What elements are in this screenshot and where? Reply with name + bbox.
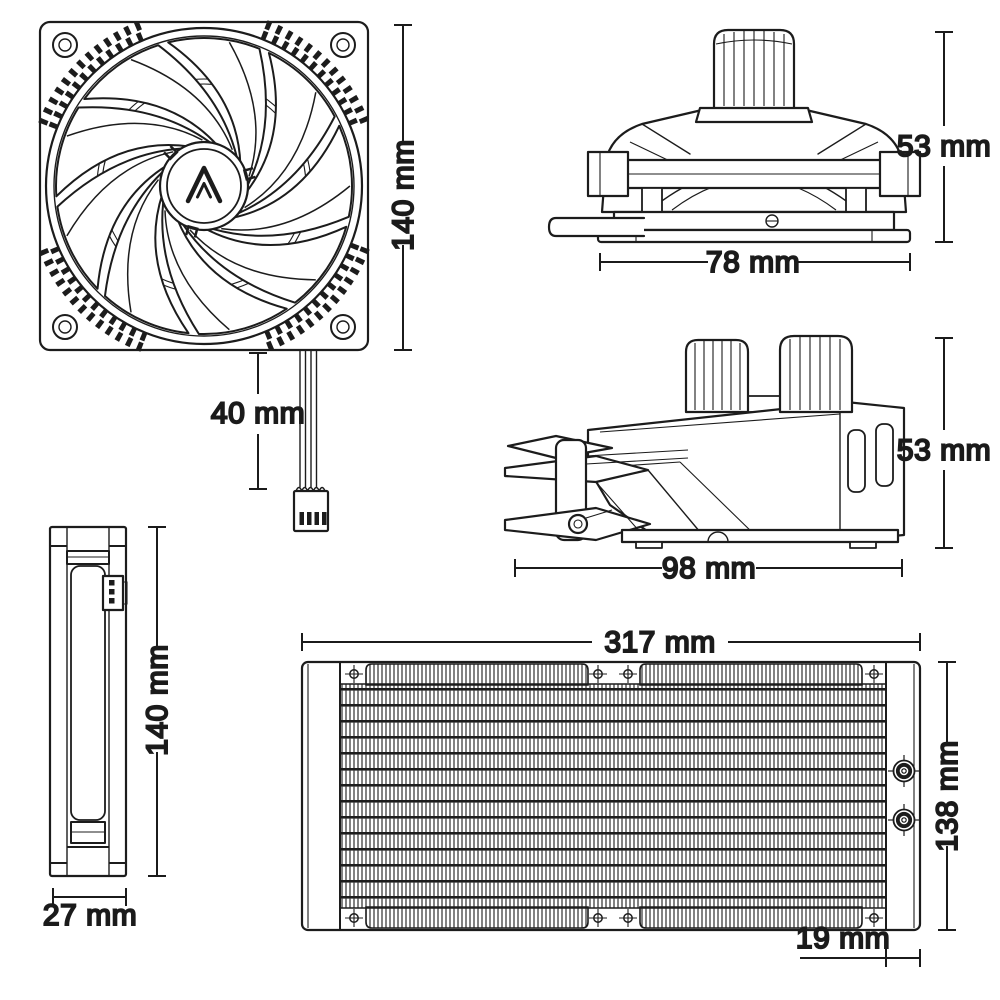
pump-side-width-label: 98 mm	[662, 552, 756, 585]
dim-radiator-width: 317 mm	[301, 625, 921, 660]
pump-tube-stub	[547, 216, 646, 238]
radiator-height-label: 138 mm	[931, 740, 964, 851]
pump-base-upper	[612, 210, 896, 232]
fan-screw-holes	[52, 32, 356, 340]
fan-front-height-label: 140 mm	[387, 139, 420, 250]
fan-corner-vents	[38, 20, 370, 352]
fan-side-view	[48, 525, 128, 878]
pump-thumb-screw	[567, 513, 589, 535]
fan-impeller	[22, 0, 391, 367]
dim-radiator-end-tank: 19 mm	[795, 921, 921, 968]
pump-vent-slot	[875, 423, 894, 487]
pump-side-base	[620, 528, 900, 549]
radiator-fin-core	[339, 683, 887, 909]
radiator-view	[300, 660, 922, 932]
arctic-logo-icon	[185, 165, 223, 204]
pump-mounting-arms	[503, 434, 701, 542]
fan-cable	[292, 350, 330, 533]
fan-side-height-label: 140 mm	[141, 644, 174, 755]
fan-side-connector	[101, 574, 128, 612]
pump-barb-fittings	[684, 334, 854, 414]
dim-radiator-height: 138 mm	[930, 661, 965, 931]
dim-pump-front-width: 78 mm	[599, 245, 911, 280]
pump-side-height-label: 53 mm	[897, 434, 991, 467]
pump-front-width-label: 78 mm	[706, 246, 800, 279]
dim-fan-side-width: 27 mm	[42, 887, 138, 933]
dim-pump-front-height: 53 mm	[896, 31, 992, 243]
dim-fan-side-height: 140 mm	[140, 526, 175, 877]
fan-side-width-label: 27 mm	[43, 899, 137, 932]
fan-cable-length-label: 40 mm	[211, 397, 305, 430]
radiator-width-label: 317 mm	[604, 626, 715, 659]
pump-front-view	[547, 28, 922, 244]
fan-rim-inner	[53, 35, 355, 337]
dim-pump-side-height: 53 mm	[896, 337, 992, 549]
radiator-end-tank-label: 19 mm	[796, 922, 890, 955]
pump-barb-fitting	[694, 28, 814, 124]
fan-side-blade-silhouette	[70, 565, 106, 821]
pump-vent-slot	[847, 429, 866, 493]
fan-front-view	[22, 0, 391, 367]
pump-side-view	[503, 334, 906, 549]
dim-fan-cable-length: 40 mm	[210, 352, 306, 490]
dimension-annotations: 140 mm 40 mm 53 mm 78 mm 53 mm	[42, 24, 992, 968]
dim-fan-front-height: 140 mm	[386, 24, 421, 351]
pump-front-height-label: 53 mm	[897, 130, 991, 163]
dim-pump-side-width: 98 mm	[514, 551, 903, 586]
